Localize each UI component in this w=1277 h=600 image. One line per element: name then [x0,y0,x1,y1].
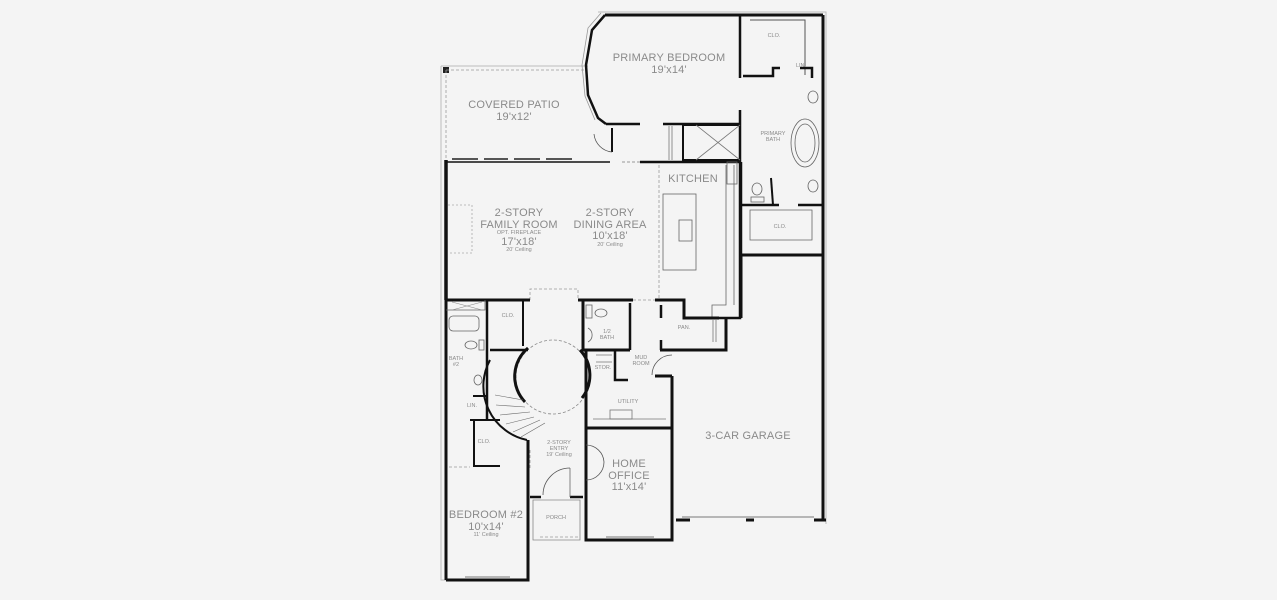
room-label-kitchen: KITCHEN [668,173,718,185]
room-option: OPT. FIREPLACE [496,230,542,237]
room-label-closet-primary-bottom: CLO. [773,224,787,230]
room-note: 20' Ceiling [506,247,532,254]
room-label-closet-primary-top: CLO. [767,33,781,39]
room-label-porch: PORCH [546,515,566,521]
room-label-home-office: HOME OFFICE 11'x14' [608,458,650,494]
room-name: DINING AREA [573,218,647,231]
room-label-linen-primary: LIN. [795,63,807,69]
room-name: 1/2 [603,329,611,335]
room-note: 20' Ceiling [597,241,623,248]
room-name: BATH [599,334,615,341]
room-note: 11' Ceiling [473,532,499,539]
room-size: 19'x12' [496,110,532,123]
room-name: BATH [448,356,464,362]
garage-walls [651,255,826,522]
room-name: HOME [612,458,646,470]
primary-bedroom-walls [581,12,825,255]
center-walls [581,300,674,542]
room-name: BEDROOM #2 [448,509,524,521]
room-label-dining-area: 2-STORY DINING AREA 10'x18' 20' Ceiling [573,207,647,248]
room-label-primary-bedroom: PRIMARY BEDROOM 19'x14' [612,52,726,76]
main-walls [444,158,742,320]
room-label-half-bath: 1/2 BATH [599,329,615,342]
room-label-bath-2: BATH #2 [448,356,464,369]
room-size: 11'x14' [611,481,647,494]
room-label-entry: 2-STORY ENTRY 19' Ceiling [546,440,572,458]
room-label-family-room: 2-STORY FAMILY ROOM OPT. FIREPLACE 17'x1… [480,207,558,254]
room-label-garage: 3-CAR GARAGE [705,430,791,442]
room-label-covered-patio: COVERED PATIO 19'x12' [468,99,560,123]
room-name: OFFICE [608,469,650,482]
room-label-mud-room: MUD ROOM [632,355,650,368]
room-name: ROOM [632,360,650,367]
room-name: COVERED PATIO [468,99,560,111]
room-name: FAMILY ROOM [480,218,558,231]
room-name: 2-STORY [547,440,571,446]
room-label-pantry: PAN. [677,325,691,331]
room-name: 2-STORY [585,207,635,219]
room-label-bedroom-2: BEDROOM #2 10'x14' 11' Ceiling [448,509,524,539]
room-label-utility: UTILITY [617,399,639,405]
curved-staircase [482,339,592,441]
room-name: PRIMARY BEDROOM [612,52,726,64]
room-name: ENTRY [549,445,569,452]
room-label-primary-bath: PRIMARY BATH [760,131,786,144]
room-size: 17'x18' [501,235,537,248]
room-name: #2 [452,361,460,368]
left-wing-walls [444,300,583,582]
room-label-closet-bed2: CLO. [477,439,491,445]
room-size: 19'x14' [651,63,687,76]
covered-patio-outline [443,67,586,160]
room-note: 19' Ceiling [546,451,572,458]
room-name: PRIMARY [760,131,786,137]
room-name: MUD [634,355,648,361]
room-label-linen-hall: LIN. [466,403,478,409]
room-label-storage: STOR. [594,365,612,371]
room-size: 10'x14' [468,520,504,533]
room-size: 10'x18' [592,230,628,243]
room-label-closet-hall: CLO. [501,313,515,319]
room-name: 2-STORY [494,207,544,219]
room-name: BATH [765,136,781,143]
